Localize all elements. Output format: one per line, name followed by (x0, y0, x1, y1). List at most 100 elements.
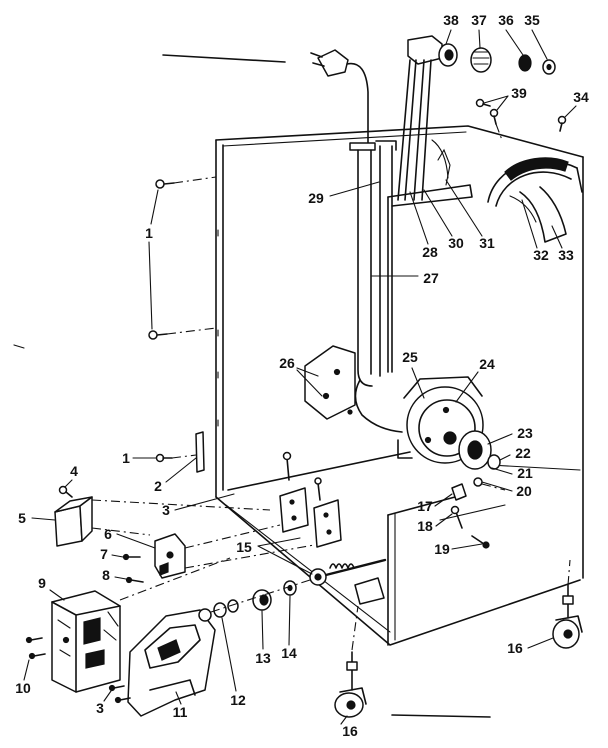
screw-10-shaft (33, 653, 46, 657)
cabinet (215, 125, 584, 646)
callout-31: 31 (479, 235, 495, 251)
leader-16-right (527, 637, 554, 649)
lock-nut (518, 54, 532, 72)
box-5-side (79, 496, 93, 542)
leader-32 (521, 199, 538, 249)
box-5-front (54, 505, 83, 547)
washer-hole (546, 63, 552, 71)
plate-slot (437, 148, 451, 186)
bushing-threads (472, 51, 490, 65)
callout-24: 24 (479, 356, 495, 372)
tube-hose (354, 379, 403, 433)
leader-28 (409, 191, 429, 245)
leader-7 (111, 554, 124, 558)
assembly-line (481, 483, 506, 491)
screw-8-shaft (130, 579, 144, 583)
plug-prongs (310, 52, 325, 67)
assembly-line (91, 527, 151, 536)
assembly-line (567, 559, 571, 586)
leader-37 (478, 29, 481, 49)
callout-11: 11 (173, 704, 188, 720)
washer-22 (487, 454, 501, 470)
callout-16-bottom: 16 (342, 723, 358, 739)
clip-2 (195, 431, 205, 473)
harness-wire-1 (397, 59, 411, 201)
plate-top-edge (387, 184, 473, 207)
housing-bolt (442, 406, 450, 414)
leader-21 (491, 467, 513, 475)
timer-detail (85, 649, 105, 669)
screw-shaft (559, 122, 563, 132)
callout-13: 13 (255, 650, 271, 666)
callout-33: 33 (558, 247, 574, 263)
leader-15 (257, 537, 313, 575)
shaft-hardware (213, 580, 297, 618)
leader-24 (455, 371, 479, 403)
leader-17 (434, 493, 453, 507)
callout-22: 22 (515, 445, 531, 461)
callout-18: 18 (417, 518, 433, 534)
callout-2: 2 (154, 478, 162, 494)
duct-inner-arc (495, 171, 572, 207)
callout-6: 6 (104, 526, 112, 542)
housing-foot (397, 439, 413, 459)
screw-10-shaft (30, 637, 43, 641)
idler-spring (329, 563, 355, 569)
callout-9: 9 (38, 575, 46, 591)
callout-7: 7 (100, 546, 108, 562)
bracket-11-switch (157, 639, 181, 661)
leader-12 (221, 617, 237, 692)
washer-12a (213, 602, 227, 618)
blower-housing (397, 376, 501, 487)
screw-19-head (482, 541, 490, 549)
idler-rod-bar (316, 558, 387, 579)
screw-1-mid-head (148, 330, 158, 340)
timer-detail (83, 617, 101, 645)
lower-panel-rib (439, 504, 506, 521)
leader-1-upper (148, 189, 159, 330)
leader-11 (175, 691, 182, 705)
lower-right-hardware (439, 483, 506, 549)
timer-terminal (62, 636, 70, 644)
base-brackets (279, 451, 342, 548)
leader-29 (329, 181, 380, 197)
leader-5 (31, 517, 56, 521)
leader-23 (487, 433, 513, 445)
bracket-bolt-head (282, 451, 292, 461)
leader-39 (483, 95, 509, 111)
leader-30 (423, 189, 453, 237)
duct-lower-body (519, 186, 567, 243)
bracket-bolt-head (314, 477, 322, 485)
bolt-18 (455, 511, 463, 529)
assembly-line (184, 524, 281, 549)
harness-branch (431, 139, 449, 179)
caster-bottom-hub (346, 700, 356, 710)
cabinet-base-inner-edge (225, 504, 391, 633)
leader-13 (261, 610, 264, 650)
leader-16-bottom (340, 715, 348, 725)
left-parts (25, 431, 216, 717)
timer-wires (57, 611, 119, 657)
top-reference-line (162, 54, 286, 63)
housing-bolt (424, 436, 432, 444)
callout-3-upper: 3 (162, 502, 170, 518)
leader-33 (551, 225, 563, 249)
bracket-11-boss (198, 608, 212, 622)
callout-5: 5 (18, 510, 26, 526)
caster-right-hub (563, 629, 573, 639)
idler-bracket (354, 577, 385, 605)
callout-14: 14 (281, 645, 297, 661)
assembly-line (210, 579, 311, 613)
callout-17: 17 (417, 498, 433, 514)
mounting-plate-26 (304, 345, 356, 420)
bracket-11-detail (144, 624, 201, 669)
callout-15: 15 (236, 539, 252, 555)
caster-bottom-collar (346, 661, 358, 671)
top-screws (475, 98, 567, 132)
leader-6 (116, 533, 156, 549)
callout-25: 25 (402, 349, 418, 365)
tube-29-bracket (375, 140, 397, 151)
nut-13-core (259, 594, 269, 606)
leader-26 (296, 367, 323, 397)
